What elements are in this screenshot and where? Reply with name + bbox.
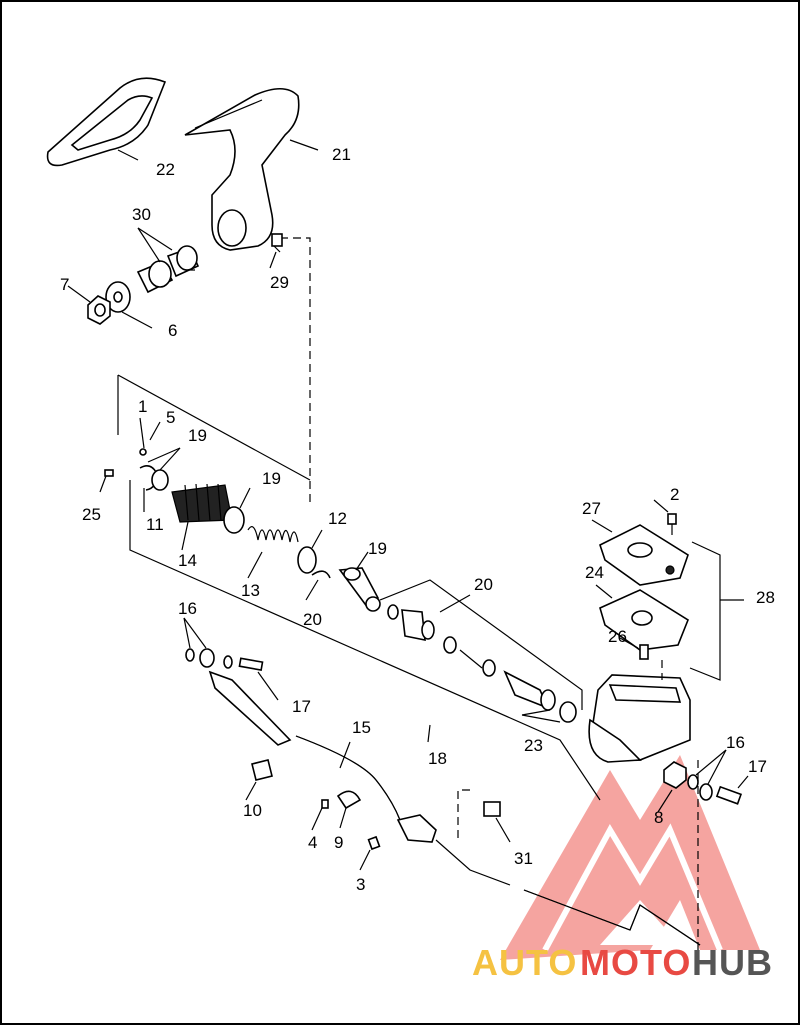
screw-25 <box>99 469 114 493</box>
banjo-bolt-17b <box>715 785 743 805</box>
piston-a <box>401 609 435 641</box>
callout-10: 10 <box>243 801 262 820</box>
pedal-pad <box>46 77 167 167</box>
callout-27: 27 <box>582 499 601 518</box>
boot-14 <box>171 483 233 523</box>
callout-29: 29 <box>270 273 289 292</box>
pushrod-end <box>338 567 381 612</box>
callout-19: 19 <box>368 539 387 558</box>
fitting-26 <box>639 644 649 660</box>
watermark-moto: MOTO <box>580 942 691 983</box>
washer-19a <box>151 469 169 491</box>
callout-3: 3 <box>356 875 365 894</box>
washer-19b <box>223 506 245 534</box>
clip-10 <box>251 759 273 781</box>
bushings <box>136 245 200 294</box>
oring-12 <box>297 546 317 574</box>
piston-b <box>503 670 556 711</box>
clip-20 <box>311 570 331 579</box>
master-cylinder <box>588 674 691 763</box>
washer-6 <box>105 281 131 313</box>
callout-19: 19 <box>262 469 281 488</box>
callout-6: 6 <box>168 321 177 340</box>
grease-fitting <box>271 233 283 253</box>
callout-17: 17 <box>292 697 311 716</box>
watermark-logo <box>500 755 760 960</box>
callout-20: 20 <box>474 575 493 594</box>
callout-19: 19 <box>188 426 207 445</box>
clamp-9 <box>336 790 362 810</box>
callout-23: 23 <box>524 736 543 755</box>
nut-8 <box>663 761 687 789</box>
callout-30: 30 <box>132 205 151 224</box>
spring-13 <box>247 526 299 543</box>
watermark-hub: HUB <box>692 942 773 983</box>
callout-12: 12 <box>328 509 347 528</box>
brake-switch-31 <box>483 801 501 817</box>
nut-7 <box>87 295 111 325</box>
brake-line-fitting <box>396 814 437 843</box>
callout-1: 1 <box>138 397 147 416</box>
callout-22: 22 <box>156 160 175 179</box>
callout-4: 4 <box>308 833 317 852</box>
callout-28: 28 <box>756 588 775 607</box>
callout-7: 7 <box>60 275 69 294</box>
callout-18: 18 <box>428 749 447 768</box>
callout-11: 11 <box>146 515 164 534</box>
callout-15: 15 <box>352 718 371 737</box>
banjo-bolt-17a <box>238 657 264 671</box>
callout-17: 17 <box>748 757 767 776</box>
callout-20: 20 <box>303 610 322 629</box>
callout-8: 8 <box>654 808 663 827</box>
callout-21: 21 <box>332 145 351 164</box>
diaphragm-24 <box>599 589 689 651</box>
reservoir-cover <box>599 524 689 586</box>
callout-14: 14 <box>178 551 197 570</box>
callout-2: 2 <box>670 485 679 504</box>
callout-9: 9 <box>334 833 343 852</box>
callout-25: 25 <box>82 505 101 524</box>
callout-26: 26 <box>608 627 627 646</box>
callout-16: 16 <box>178 599 197 618</box>
callout-13: 13 <box>241 581 260 600</box>
callout-16: 16 <box>726 733 745 752</box>
watermark-auto: AUTO <box>472 942 577 983</box>
callout-5: 5 <box>166 408 175 427</box>
callout-31: 31 <box>514 849 533 868</box>
callout-24: 24 <box>585 563 604 582</box>
pedal-arm <box>184 87 300 251</box>
small-pin-1 <box>139 448 147 456</box>
